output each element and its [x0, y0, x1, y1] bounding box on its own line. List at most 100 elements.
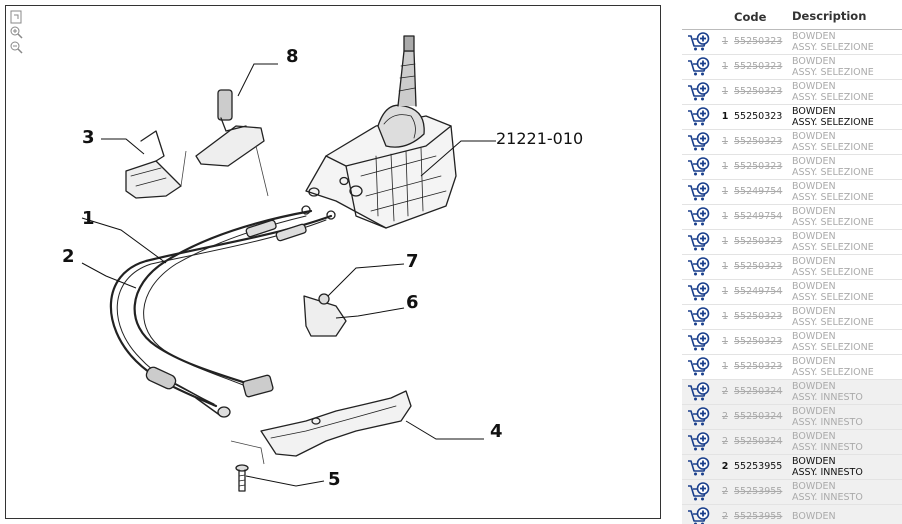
cart-cell[interactable]	[682, 354, 716, 380]
cart-cell[interactable]	[682, 479, 716, 505]
add-to-cart-icon[interactable]	[687, 306, 711, 327]
add-to-cart-icon[interactable]	[687, 331, 711, 352]
callout-ref-group[interactable]: 21221-010	[496, 129, 584, 148]
cart-cell[interactable]	[682, 229, 716, 255]
code-cell: 55250323	[734, 329, 792, 355]
cart-cell[interactable]	[682, 379, 716, 405]
description-line-1: BOWDEN	[792, 430, 836, 442]
add-to-cart-icon[interactable]	[687, 456, 711, 477]
description-cell: BOWDEN	[792, 504, 902, 524]
cart-cell[interactable]	[682, 429, 716, 455]
zoom-in-icon[interactable]	[9, 25, 23, 39]
add-to-cart-icon[interactable]	[687, 256, 711, 277]
zoom-out-icon[interactable]	[9, 40, 23, 54]
add-to-cart-icon[interactable]	[687, 231, 711, 252]
cart-cell[interactable]	[682, 504, 716, 524]
add-to-cart-icon[interactable]	[687, 131, 711, 152]
callout-3[interactable]: 3	[82, 127, 95, 148]
cart-cell[interactable]	[682, 304, 716, 330]
cart-cell[interactable]	[682, 254, 716, 280]
cart-cell[interactable]	[682, 154, 716, 180]
description-line-2: ASSY. SELEZIONE	[792, 91, 874, 103]
description-line-1: BOWDEN	[792, 255, 836, 267]
add-to-cart-icon[interactable]	[687, 406, 711, 427]
add-to-cart-icon[interactable]	[687, 156, 711, 177]
code-cell: 55249754	[734, 204, 792, 230]
cart-cell[interactable]	[682, 179, 716, 205]
cart-cell[interactable]	[682, 279, 716, 305]
callout-4[interactable]: 4	[490, 421, 503, 442]
cart-cell[interactable]	[682, 129, 716, 155]
description-line-1: BOWDEN	[792, 455, 836, 467]
cart-cell[interactable]	[682, 404, 716, 430]
add-to-cart-icon[interactable]	[687, 81, 711, 102]
add-to-cart-icon[interactable]	[687, 31, 711, 52]
cart-cell[interactable]	[682, 54, 716, 80]
cart-cell[interactable]	[682, 29, 716, 55]
description-line-1: BOWDEN	[792, 305, 836, 317]
code-cell: 55250323	[734, 304, 792, 330]
code-cell: 55250323	[734, 29, 792, 55]
code-cell: 55249754	[734, 179, 792, 205]
code-cell: 55249754	[734, 279, 792, 305]
cart-cell[interactable]	[682, 104, 716, 130]
callout-1[interactable]: 1	[82, 208, 95, 229]
callout-8[interactable]: 8	[286, 46, 299, 67]
code-cell: 55250323	[734, 229, 792, 255]
qty-cell: 1	[716, 279, 734, 305]
cart-cell[interactable]	[682, 329, 716, 355]
description-line-1: BOWDEN	[792, 180, 836, 192]
header-code: Code	[734, 5, 792, 30]
cart-cell[interactable]	[682, 204, 716, 230]
callout-5[interactable]: 5	[328, 469, 341, 490]
cart-cell[interactable]	[682, 454, 716, 480]
exploded-view-drawing	[81, 35, 496, 492]
add-to-cart-icon[interactable]	[687, 281, 711, 302]
add-to-cart-icon[interactable]	[687, 181, 711, 202]
add-to-cart-icon[interactable]	[687, 56, 711, 77]
description-line-2: ASSY. INNESTO	[792, 491, 863, 503]
callout-2[interactable]: 2	[62, 246, 75, 267]
description-line-2: ASSY. SELEZIONE	[792, 166, 874, 178]
callout-6[interactable]: 6	[406, 292, 419, 313]
cart-cell[interactable]	[682, 79, 716, 105]
add-to-cart-icon[interactable]	[687, 381, 711, 402]
description-line-2: ASSY. SELEZIONE	[792, 41, 874, 53]
parts-diagram[interactable]: 1 2 3 4 5 6 7 8 21221-010	[5, 5, 661, 519]
qty-cell: 1	[716, 204, 734, 230]
add-to-cart-icon[interactable]	[687, 106, 711, 127]
fit-page-icon[interactable]	[9, 10, 23, 24]
header-cart	[682, 5, 716, 30]
add-to-cart-icon[interactable]	[687, 506, 711, 524]
description-line-2: ASSY. INNESTO	[792, 416, 863, 428]
callout-7[interactable]: 7	[406, 251, 419, 272]
add-to-cart-icon[interactable]	[687, 206, 711, 227]
add-to-cart-icon[interactable]	[687, 431, 711, 452]
description-line-1: BOWDEN	[792, 280, 836, 292]
add-to-cart-icon[interactable]	[687, 356, 711, 377]
add-to-cart-icon[interactable]	[687, 481, 711, 502]
header-qty	[716, 5, 734, 30]
